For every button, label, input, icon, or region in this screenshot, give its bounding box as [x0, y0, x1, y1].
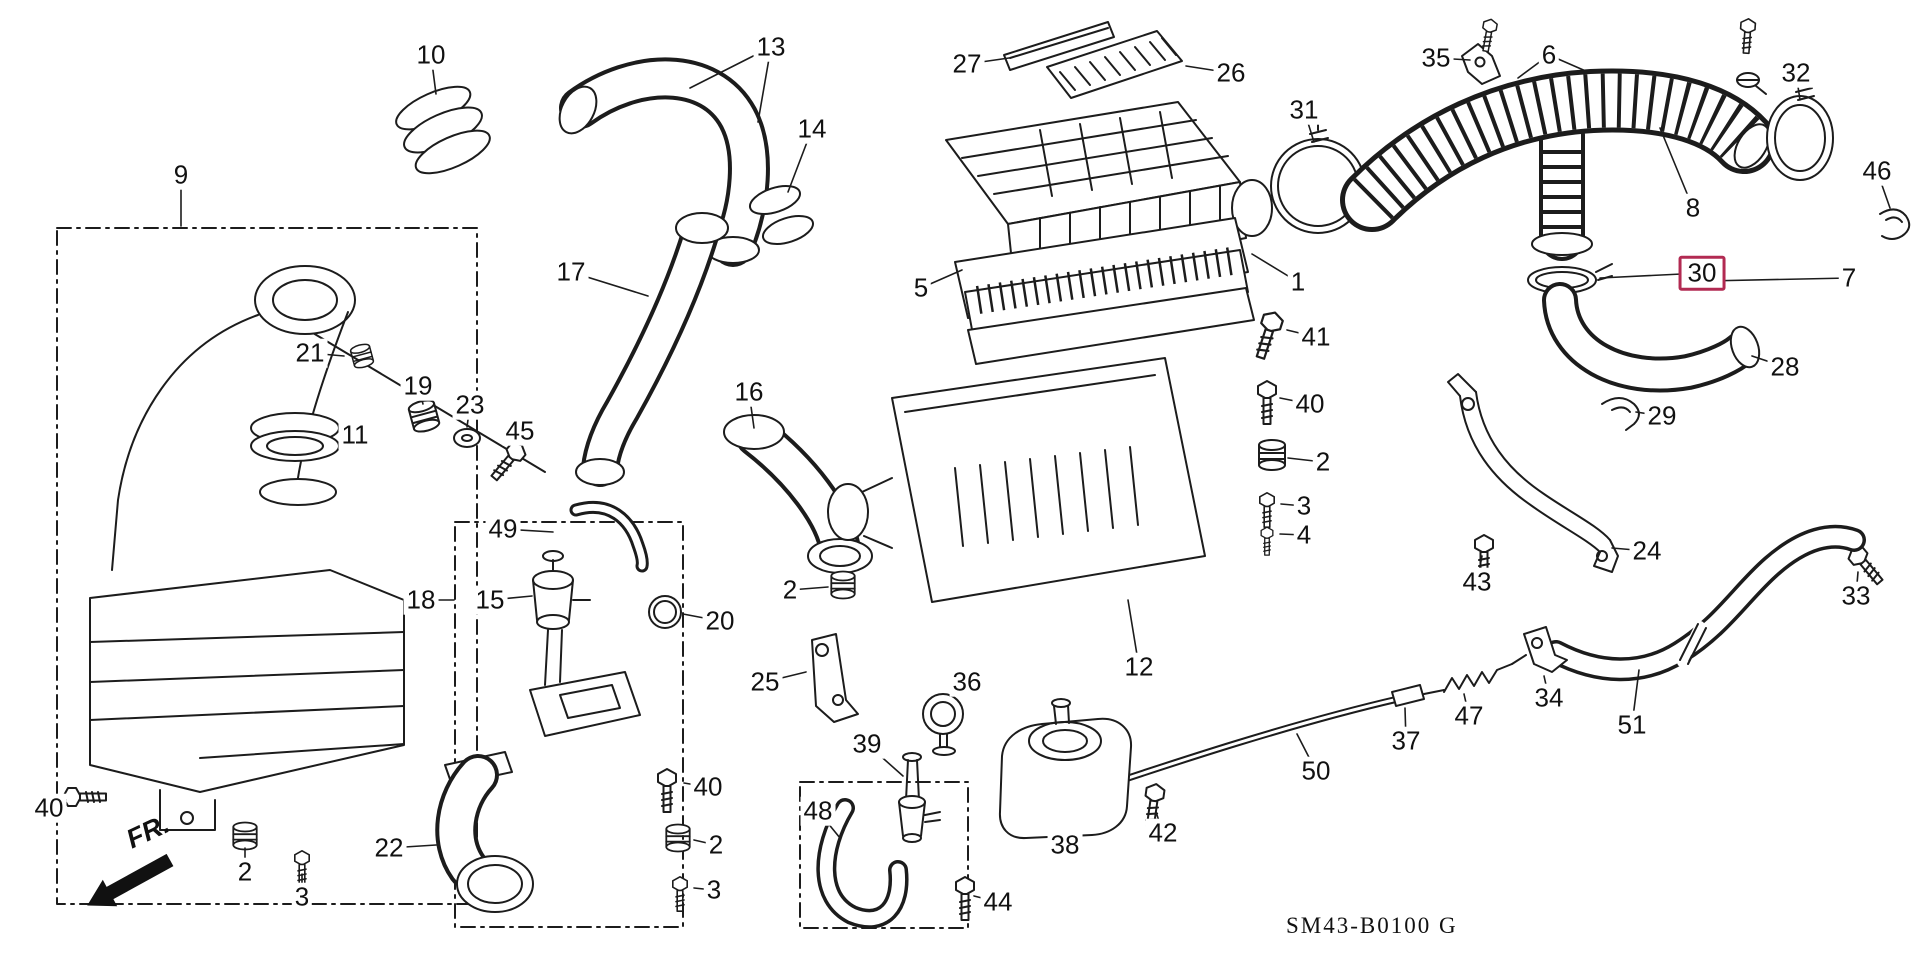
- part-label-3b[interactable]: 3: [703, 876, 725, 905]
- part-label-3a[interactable]: 3: [1293, 492, 1315, 521]
- part-label-17[interactable]: 17: [553, 258, 589, 287]
- part-label-30[interactable]: 30: [1678, 255, 1726, 291]
- part-label-48[interactable]: 48: [800, 797, 836, 826]
- part-label-24[interactable]: 24: [1629, 537, 1665, 566]
- part-label-42[interactable]: 42: [1145, 819, 1181, 848]
- part-label-7[interactable]: 7: [1838, 264, 1860, 293]
- part-label-27[interactable]: 27: [949, 50, 985, 79]
- part-label-50[interactable]: 50: [1298, 757, 1334, 786]
- part-label-9[interactable]: 9: [170, 161, 192, 190]
- washer-23: [453, 428, 481, 448]
- part-label-12[interactable]: 12: [1121, 653, 1157, 682]
- diaphragm-36: [922, 693, 964, 735]
- part-label-33[interactable]: 33: [1838, 582, 1874, 611]
- check-valve-39: [898, 752, 941, 843]
- part-label-15[interactable]: 15: [472, 586, 508, 615]
- part-label-37[interactable]: 37: [1388, 727, 1424, 756]
- part-label-46[interactable]: 46: [1859, 157, 1895, 186]
- fr-arrow: [87, 853, 174, 907]
- part-label-31[interactable]: 31: [1286, 96, 1322, 125]
- control-valve-assembly: [816, 693, 1167, 929]
- elbow-duct-22: [435, 751, 534, 913]
- part-label-26[interactable]: 26: [1213, 59, 1249, 88]
- cable-spring-47: [1443, 663, 1513, 693]
- part-label-25[interactable]: 25: [747, 668, 783, 697]
- part-label-47[interactable]: 47: [1451, 702, 1487, 731]
- part-label-18[interactable]: 18: [403, 586, 439, 615]
- part-label-6[interactable]: 6: [1538, 41, 1560, 70]
- part-label-2c[interactable]: 2: [705, 831, 727, 860]
- stay-bracket-25: [811, 570, 859, 723]
- stay-bracket-24: [1447, 373, 1888, 589]
- part-label-23[interactable]: 23: [452, 391, 488, 420]
- part-label-13[interactable]: 13: [753, 33, 789, 62]
- air-duct-boot-10: [395, 85, 491, 175]
- part-label-51[interactable]: 51: [1614, 711, 1650, 740]
- part-label-39[interactable]: 39: [849, 730, 885, 759]
- part-label-4[interactable]: 4: [1293, 521, 1315, 550]
- breather-hose-28: [1542, 282, 1761, 393]
- filter-element-26: [1046, 30, 1183, 99]
- hose-clamp-rings-14: [748, 185, 815, 245]
- air-intake-hose-17: [575, 212, 729, 487]
- part-label-28[interactable]: 28: [1767, 353, 1803, 382]
- phantom-boxes: [56, 227, 969, 929]
- part-label-41[interactable]: 41: [1298, 323, 1334, 352]
- part-label-1[interactable]: 1: [1287, 268, 1309, 297]
- corrugated-intake-tube: [1340, 68, 1776, 261]
- resonator-chamber: [89, 265, 405, 831]
- part-label-32[interactable]: 32: [1778, 59, 1814, 88]
- part-label-3c[interactable]: 3: [291, 883, 313, 912]
- part-label-14[interactable]: 14: [794, 115, 830, 144]
- part-label-19[interactable]: 19: [400, 372, 436, 401]
- part-label-38[interactable]: 38: [1047, 831, 1083, 860]
- band-clamp-32: [1766, 87, 1834, 181]
- part-label-40b[interactable]: 40: [690, 773, 726, 802]
- drain-hose-51: [1544, 524, 1866, 682]
- part-label-40c[interactable]: 40: [31, 794, 67, 823]
- part-label-5[interactable]: 5: [910, 274, 932, 303]
- part-label-22[interactable]: 22: [371, 834, 407, 863]
- part-label-16[interactable]: 16: [731, 378, 767, 407]
- hose-clip-29: [1601, 397, 1640, 431]
- part-label-8[interactable]: 8: [1682, 194, 1704, 223]
- part-label-20[interactable]: 20: [702, 607, 738, 636]
- control-valve-15: [532, 550, 591, 630]
- part-label-44[interactable]: 44: [980, 888, 1016, 917]
- air-cleaner-housing-5: [954, 217, 1255, 365]
- part-label-21[interactable]: 21: [292, 339, 328, 368]
- air-intake-hose-16: [723, 414, 873, 574]
- o-ring-20: [648, 595, 682, 629]
- part-label-2a[interactable]: 2: [1312, 448, 1334, 477]
- part-label-29[interactable]: 29: [1644, 402, 1680, 431]
- tank-mount-hardware: [62, 341, 530, 887]
- part-label-10[interactable]: 10: [413, 41, 449, 70]
- cable-fitting-37: [1391, 684, 1425, 707]
- part-label-45[interactable]: 45: [502, 417, 538, 446]
- harness-clip-46: [1879, 208, 1911, 240]
- part-label-2d[interactable]: 2: [234, 858, 256, 887]
- part-label-49[interactable]: 49: [485, 515, 521, 544]
- part-label-11[interactable]: 11: [338, 421, 372, 450]
- duct-subassembly-18: [435, 500, 691, 913]
- part-label-43[interactable]: 43: [1459, 568, 1495, 597]
- seal-strip-27: [1003, 21, 1115, 71]
- part-label-35[interactable]: 35: [1418, 44, 1454, 73]
- vacuum-hose-48: [816, 798, 909, 929]
- stay-bracket-35: [1461, 17, 1501, 85]
- part-label-34[interactable]: 34: [1531, 684, 1567, 713]
- part-label-36[interactable]: 36: [949, 668, 985, 697]
- part-label-2b[interactable]: 2: [779, 576, 801, 605]
- diagram-code: SM43-B0100 G: [1286, 913, 1458, 938]
- part-label-40a[interactable]: 40: [1292, 390, 1328, 419]
- air-intake-hose-13: [558, 57, 770, 267]
- air-cleaner-case-12: [827, 357, 1206, 603]
- top-right-fasteners: [1736, 17, 1767, 95]
